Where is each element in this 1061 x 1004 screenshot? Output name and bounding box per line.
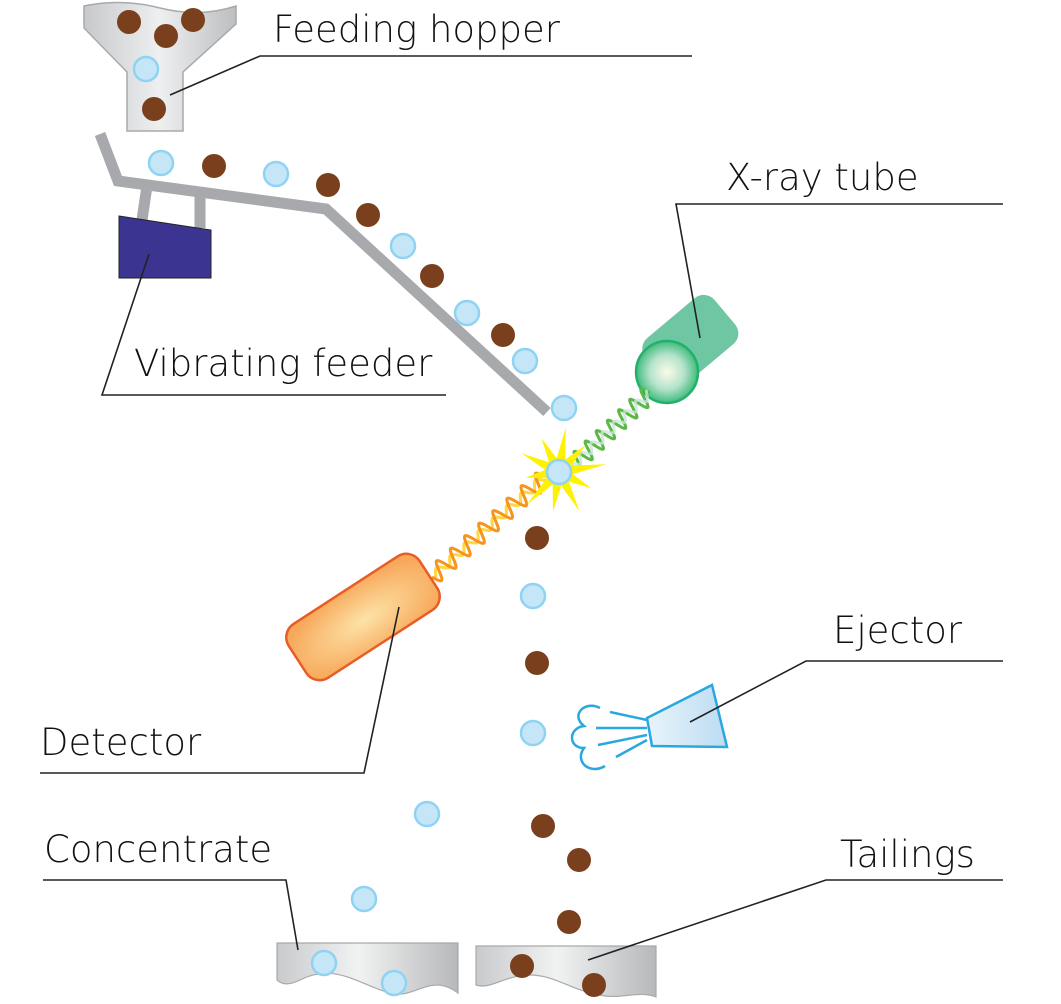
tailings-bin [475,945,657,998]
waste-particle [567,848,591,872]
leader-lines [40,55,1003,961]
leader-vibrating-feeder [100,253,446,396]
waste-particle [356,203,380,227]
waste-particle [582,973,606,997]
feeder-vibrator-body [118,215,212,279]
waste-particle [202,154,226,178]
ore-particle [519,582,547,610]
ore-particle [389,232,417,260]
label-tailings: Tailings [840,833,975,876]
ore-particle [545,458,573,486]
leader-tailings [587,879,1003,961]
leader-xray-tube [675,203,1003,339]
feeder-rail [94,132,551,417]
leader-concentrate [43,879,299,951]
vibrating-feeder [94,132,551,417]
waste-particle [525,651,549,675]
waste-particle [117,10,141,34]
fluorescence-beam [431,471,549,583]
ore-particle [310,949,338,977]
leader-detector [40,606,400,774]
concentrate-bin [276,942,459,995]
label-detector: Detector [40,721,202,764]
ejector [570,683,729,771]
waste-particle [525,526,549,550]
ore-particle [380,969,408,997]
ore-particle [453,299,481,327]
waste-particle [181,8,205,32]
air-jet-icon [570,704,648,771]
waste-particle [531,814,555,838]
xray-tube-emitter [634,339,700,405]
particles [117,8,606,997]
ore-particle [350,885,378,913]
ore-particle [550,394,578,422]
waste-particle [491,323,515,347]
label-xray-tube: X-ray tube [726,156,919,199]
ore-particle [519,719,547,747]
leader-ejector [689,660,1003,723]
waste-particle [142,97,166,121]
ore-particle [413,800,441,828]
ore-particle [132,55,160,83]
waste-particle [510,954,534,978]
detector [285,552,441,682]
ore-particle [511,347,539,375]
leader-feeding-hopper [169,55,692,96]
waste-particle [316,173,340,197]
waste-particle [420,264,444,288]
label-vibrating-feeder: Vibrating feeder [134,342,433,385]
label-concentrate: Concentrate [44,828,272,871]
ore-particle [262,160,290,188]
ore-particle [147,149,175,177]
label-ejector: Ejector [833,609,963,652]
waste-particle [154,24,178,48]
feeding-hopper [83,1,237,132]
label-feeding-hopper: Feeding hopper [273,8,561,51]
feeder-support-left [136,185,153,221]
xray-tube [634,294,739,405]
ejector-nozzle [645,683,729,749]
waste-particle [557,910,581,934]
xray-beam [568,387,651,472]
